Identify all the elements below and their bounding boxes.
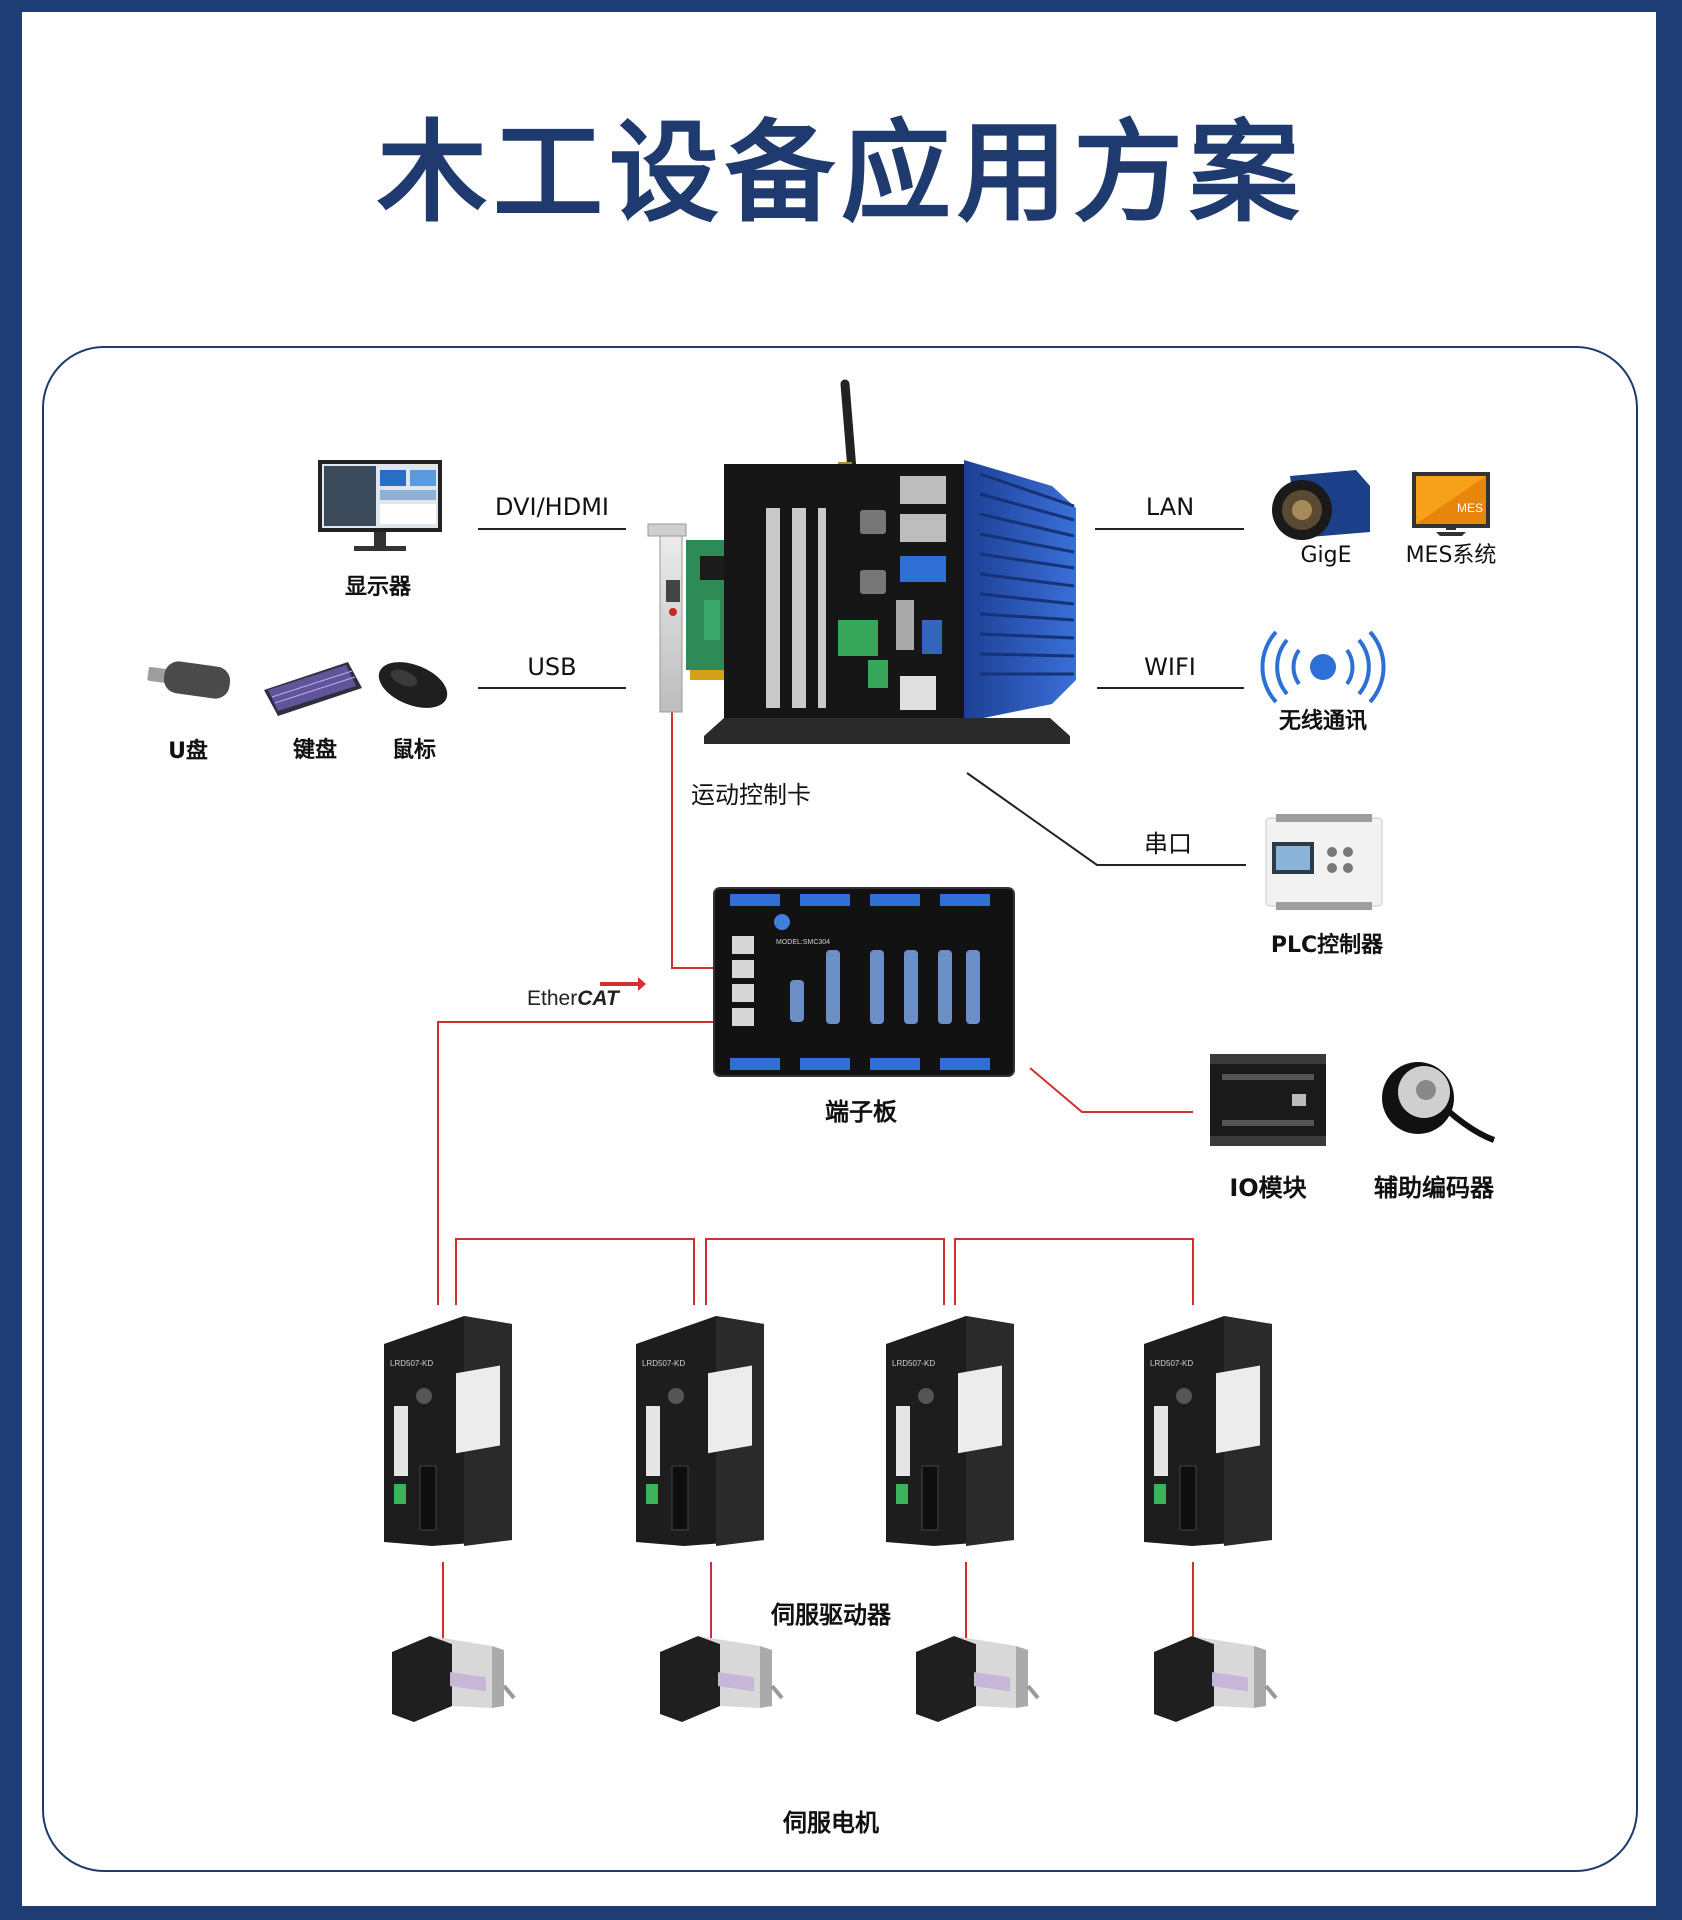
terminal-model-text: MODEL:SMC304 [776,939,830,946]
label-servo-driver: 伺服驱动器 [771,1601,891,1629]
terminal-board-icon: MODEL:SMC304 [713,887,1015,1077]
usb-drive-icon [147,661,231,699]
driver-3-model: LRD507-KD [892,1359,935,1368]
monitor-icon [318,460,442,551]
io-module-icon [1210,1054,1326,1146]
driver-1-model: LRD507-KD [390,1359,433,1368]
driver-chain-2 [705,1238,945,1305]
ethercat-suffix: CAT [577,987,619,1010]
label-mes: MES系统 [1405,543,1497,568]
label-ethercat: EtherCAT [527,988,619,1009]
driver-2-model: LRD507-KD [642,1359,685,1368]
servo-driver-4 [1144,1316,1272,1546]
servo-driver-2 [636,1316,764,1546]
label-wifi: WIFI [1144,653,1196,681]
ethercat-lines [437,600,1194,1655]
label-motion-card: 运动控制卡 [691,781,811,809]
terminal-to-io-line [1029,1067,1193,1113]
serial-line [966,772,1246,866]
label-servo-motor: 伺服电机 [783,1809,879,1837]
servo-motor-3 [916,1636,1040,1722]
label-usb: USB [527,653,577,681]
label-keyboard: 键盘 [292,738,338,763]
servo-motor-1 [392,1636,516,1722]
camera-icon [1272,470,1370,540]
servo-driver-3 [886,1316,1014,1546]
ethercat-logo-arrow [600,977,646,991]
label-usb-drive: U盘 [168,739,208,764]
driver-chain-3 [954,1238,1194,1305]
keyboard-icon [264,662,362,716]
mouse-icon [378,662,448,708]
servo-motor-4 [1154,1636,1278,1722]
label-plc: PLC控制器 [1270,933,1384,958]
wireless-icon [1260,630,1386,704]
label-monitor: 显示器 [344,575,412,600]
driver-4-model: LRD507-KD [1150,1359,1193,1368]
label-lan: LAN [1145,493,1195,521]
mes-screen-text: MES [1457,501,1483,515]
driver-chain-1 [455,1238,695,1305]
label-serial: 串口 [1144,830,1192,858]
label-wireless: 无线通讯 [1278,709,1368,734]
diagram-frame [42,346,1638,1872]
label-io-module: IO模块 [1229,1174,1307,1202]
plc-icon [1265,814,1383,910]
label-camera: GigE [1300,543,1352,568]
label-terminal-board: 端子板 [825,1098,897,1126]
label-dvi-hdmi: DVI/HDMI [495,493,609,521]
terminal-to-driver1-line [437,1021,735,1305]
label-encoder: 辅助编码器 [1374,1174,1494,1202]
ethercat-prefix: Ether [527,987,578,1010]
mes-icon: MES [1412,472,1490,536]
black-connection-lines [478,528,1246,866]
servo-motor-2 [660,1636,784,1722]
servo-driver-1 [384,1316,512,1546]
page-title: 木工设备应用方案 [377,109,1305,237]
industrial-pc-icon [704,379,1076,744]
label-mouse: 鼠标 [391,738,437,763]
encoder-icon [1382,1062,1496,1143]
